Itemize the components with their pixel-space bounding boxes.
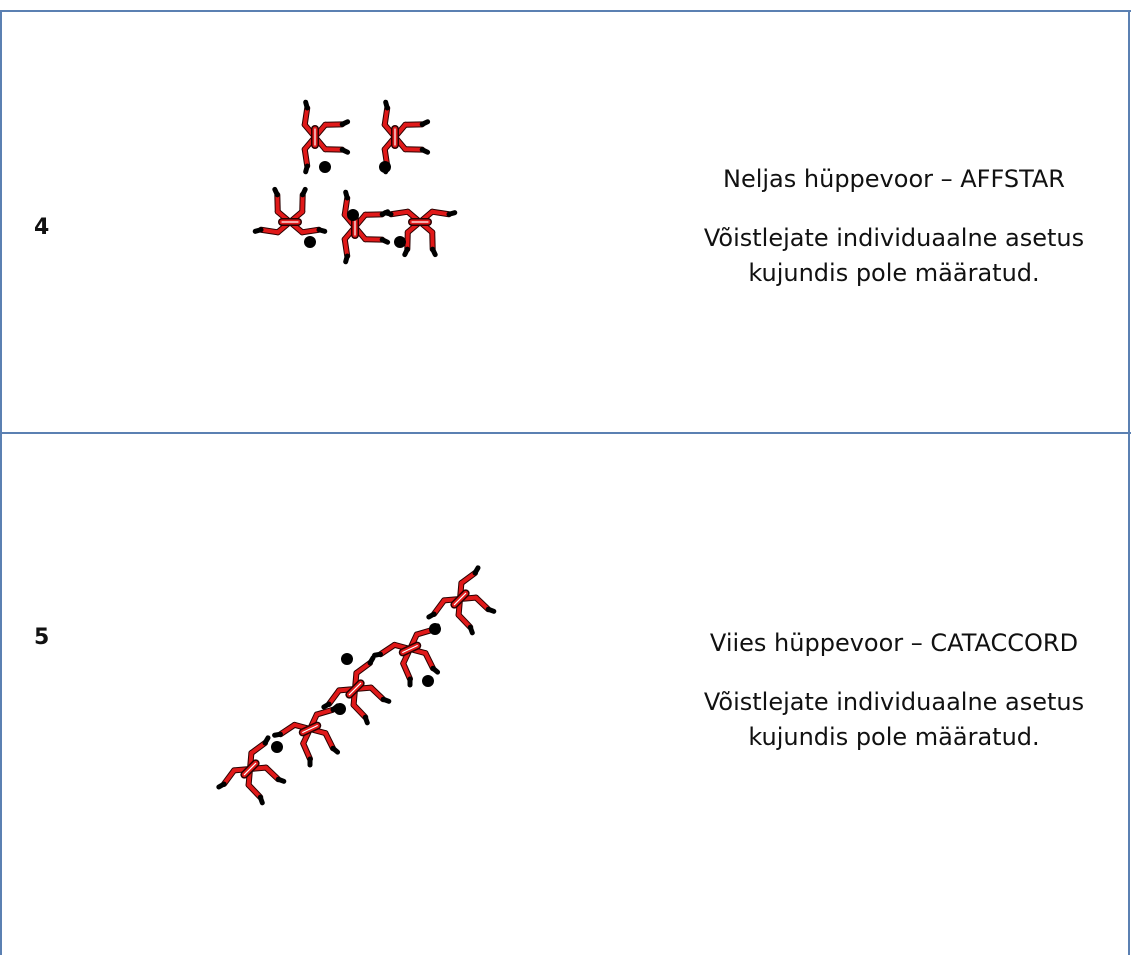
diver-hand (262, 735, 271, 746)
table-border-top (0, 10, 1131, 12)
diver-head (422, 675, 434, 687)
diver-hand (367, 655, 376, 666)
diver-hand (419, 119, 431, 127)
diver-limb (354, 661, 372, 676)
diver-limb (323, 731, 335, 751)
diver-limb (300, 227, 321, 235)
formation-diagram-cataccord (216, 565, 497, 806)
diver-hand (316, 227, 328, 234)
diver-hand (372, 651, 383, 658)
diver-head (341, 653, 353, 665)
diver-head (334, 703, 346, 715)
diver-limb (342, 237, 350, 258)
diver-hand (216, 781, 227, 790)
diver-hand (485, 606, 497, 614)
diver-hand (402, 246, 410, 258)
table-border-right (1128, 10, 1130, 955)
diver-hand (343, 189, 350, 201)
diver-head (319, 161, 331, 173)
diver-head (394, 236, 406, 248)
diver-head (379, 161, 391, 173)
diver-head (304, 236, 316, 248)
diver-limb (473, 595, 491, 612)
diver-hand (379, 237, 391, 245)
diver-limb (278, 722, 297, 737)
diver-body-stripe (402, 645, 418, 653)
diver-hand (383, 99, 390, 111)
table-row: 5 Viies hüppevoor – CATACCORD Võistlejat… (0, 434, 1131, 955)
row-description: Viies hüppevoor – CATACCORD Võistlejate … (664, 626, 1124, 755)
diver-body-stripe (302, 725, 318, 733)
diver-hand (300, 186, 308, 198)
diver-hand (321, 701, 332, 710)
diver-limb (302, 147, 310, 168)
round-title: Viies hüppevoor – CATACCORD (709, 629, 1079, 657)
diver-head (271, 741, 283, 753)
diver-hand (380, 696, 392, 704)
formation-diagram-affstar (252, 99, 458, 265)
diver-hand (275, 776, 287, 784)
diver-hand (472, 565, 481, 576)
diver-limb (378, 642, 397, 657)
diver-limb (302, 106, 310, 127)
diver-hand (272, 186, 280, 198)
table-row: 4 Neljas hüppevoor – AFFSTAR Võistlejate… (0, 12, 1131, 432)
diver-hand (303, 99, 310, 111)
diver-body-stripe (453, 592, 467, 606)
diver-hand (252, 227, 264, 234)
diver-hand (343, 253, 350, 265)
diver-limb (430, 209, 451, 217)
diver-hand (339, 147, 351, 155)
diver-limb (342, 196, 350, 217)
diver-limb (432, 598, 447, 616)
row-number: 5 (34, 625, 50, 650)
diver-limb (401, 661, 412, 681)
table-border-left (0, 10, 2, 955)
round-note: Võistlejate individuaalne asetus kujundi… (703, 688, 1085, 751)
diver-hand (446, 210, 458, 217)
diver-limb (327, 688, 342, 706)
diver-hand (330, 745, 341, 755)
diver-limb (246, 782, 263, 800)
diver-hand (419, 147, 431, 155)
diver-hand (382, 210, 394, 217)
diver-hand (467, 624, 475, 636)
diver-limb (259, 227, 280, 235)
diver-hand (257, 794, 265, 806)
round-title: Neljas hüppevoor – AFFSTAR (723, 165, 1065, 193)
diver-body-stripe (243, 762, 257, 776)
diver-head (347, 209, 359, 221)
diver-hand (362, 714, 370, 726)
diver-hand (430, 665, 441, 675)
diver-limb (456, 612, 473, 630)
diver-body-stripe (348, 682, 362, 696)
diver-hand (303, 163, 310, 175)
diver-limb (222, 768, 237, 786)
diver-hand (272, 731, 283, 738)
diver-limb (263, 765, 281, 782)
row-number: 4 (34, 215, 50, 240)
diver-limb (459, 571, 477, 586)
row-description: Neljas hüppevoor – AFFSTAR Võistlejate i… (664, 162, 1124, 291)
diver-limb (382, 106, 390, 127)
diver-limb (314, 707, 335, 717)
diver-limb (389, 209, 410, 217)
diver-limb (423, 651, 435, 671)
diver-limb (301, 741, 312, 761)
diver-limb (368, 685, 386, 702)
table-border-middle (0, 432, 1131, 434)
diver-limb (351, 702, 368, 720)
diver-limb (249, 741, 267, 756)
diver-hand (426, 611, 437, 620)
diver-hand (430, 246, 438, 258)
diver-hand (339, 119, 351, 127)
round-note: Võistlejate individuaalne asetus kujundi… (703, 224, 1085, 287)
diver-head (429, 623, 441, 635)
